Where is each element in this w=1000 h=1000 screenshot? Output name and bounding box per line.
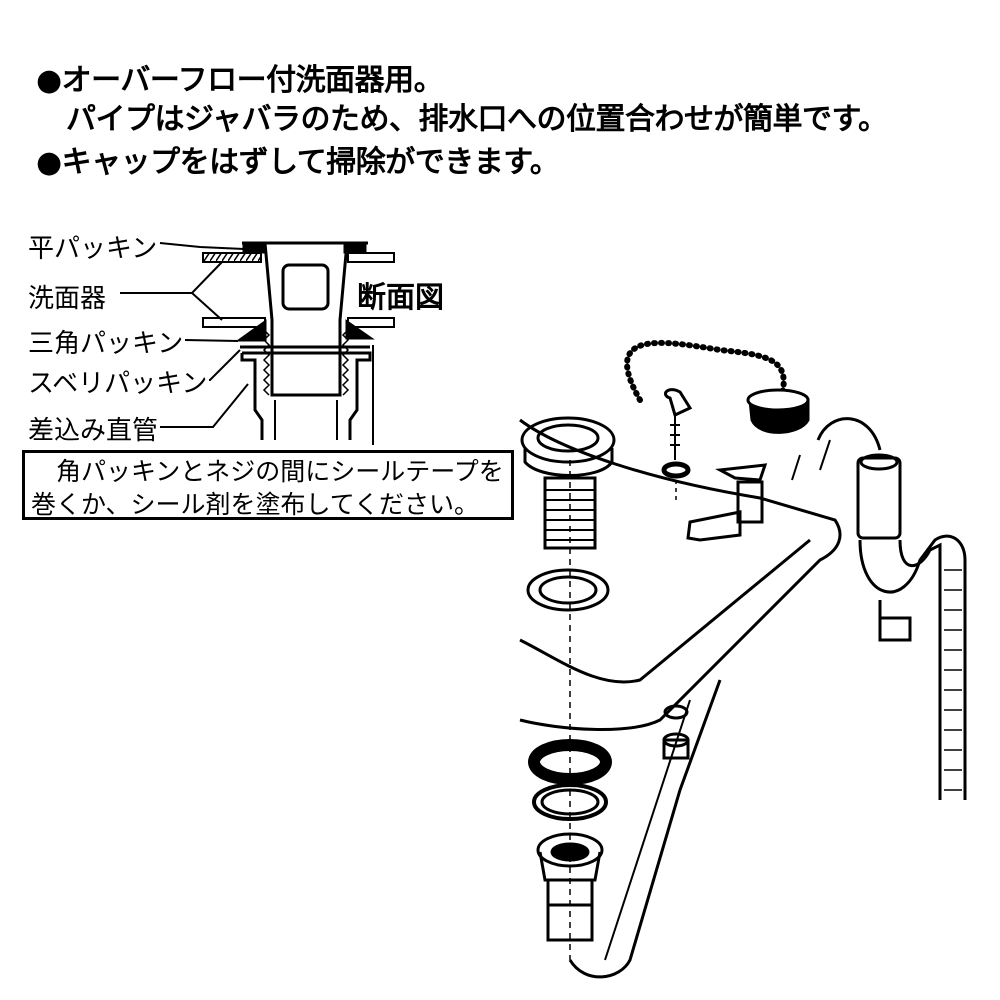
label-triangle-packing: 三角パッキン xyxy=(28,323,186,360)
sealing-note: 角パッキンとネジの間にシールテープを 巻くか、シール剤を塗布してください。 xyxy=(22,450,514,520)
drain-fitting xyxy=(520,416,616,960)
washbasin xyxy=(519,418,842,979)
feature-overflow: ●オーバーフロー付洗面器用。 xyxy=(36,63,444,98)
note-line-1: 角パッキンとネジの間にシールテープを xyxy=(31,457,504,486)
label-washbasin: 洗面器 xyxy=(28,278,109,315)
feature-bellows-pipe: パイプはジャバラのため、排水口への位置合わせが簡単です。 xyxy=(66,102,888,137)
label-straight-pipe: 差込み直管 xyxy=(28,410,161,447)
nuts xyxy=(662,704,690,760)
chain-and-plug xyxy=(624,339,810,500)
cross-section-title: 断面図 xyxy=(357,280,445,314)
note-line-2: 巻くか、シール剤を塗布してください。 xyxy=(31,490,480,519)
s-trap-and-hose xyxy=(816,417,967,800)
faucet xyxy=(686,463,768,542)
label-slip-packing: スベリパッキン xyxy=(28,363,210,400)
feature-cap-cleaning: ●キャップをはずして掃除ができます。 xyxy=(36,145,560,180)
label-flat-packing: 平パッキン xyxy=(28,228,160,265)
cross-section-diagram xyxy=(120,241,395,445)
